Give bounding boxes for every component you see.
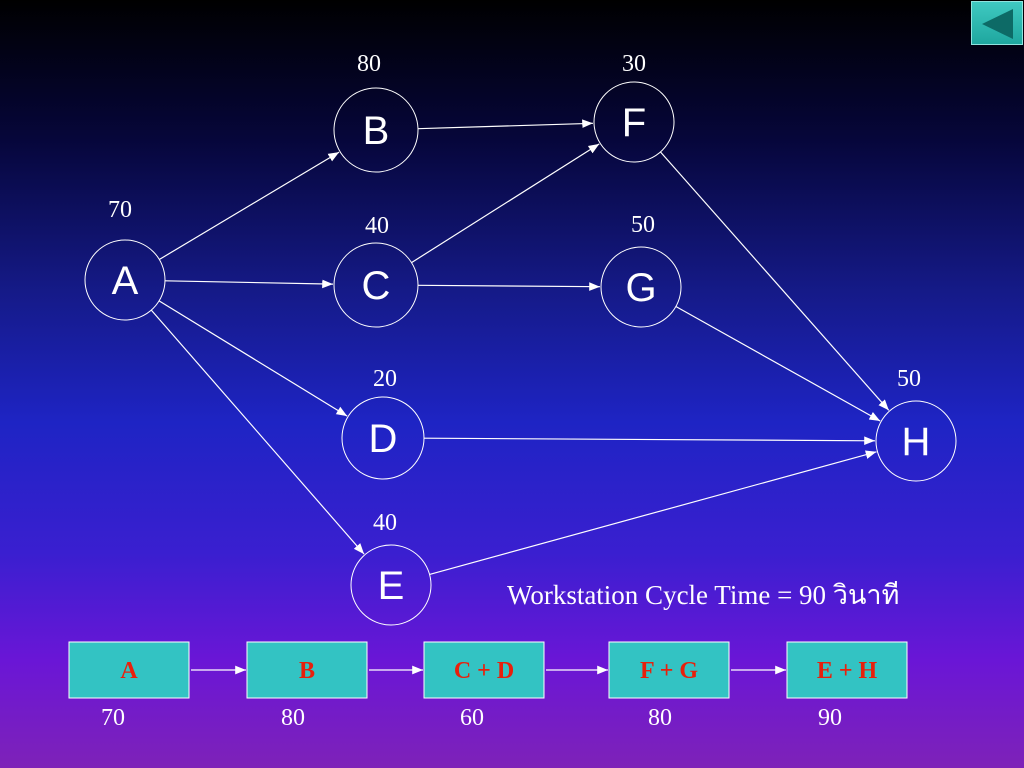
edge-b-f: [417, 119, 594, 130]
node-time-label: 40: [373, 510, 397, 536]
node-g: G 50: [600, 212, 682, 328]
node-circle: [333, 242, 419, 328]
cycle-time-caption: Workstation Cycle Time = 90 วินาที: [507, 580, 899, 610]
workstation-label: F + G: [640, 658, 698, 684]
node-time-label: 30: [622, 51, 646, 77]
node-circle: [84, 239, 166, 321]
workstation-box: [423, 641, 545, 699]
node-label: C: [362, 264, 391, 308]
node-circle: [333, 87, 419, 173]
workstation-box: [246, 641, 368, 699]
workstation-time: 70: [101, 705, 125, 731]
workstation-5: E + H 90: [786, 641, 908, 731]
workstation-box: [608, 641, 730, 699]
edge-c-g: [417, 282, 601, 291]
node-e: E 40: [350, 510, 432, 626]
node-label: G: [625, 266, 656, 310]
node-label: D: [369, 417, 398, 461]
node-circle: [600, 246, 682, 328]
node-d: D 20: [341, 366, 425, 480]
node-time-label: 70: [108, 197, 132, 223]
workstation-time: 90: [818, 705, 842, 731]
edge-a-c: [164, 279, 334, 289]
workstation-box: [68, 641, 190, 699]
edge-f-h: [660, 151, 890, 411]
node-time-label: 50: [631, 212, 655, 238]
workstation-2: B 80: [246, 641, 368, 731]
node-label: H: [902, 420, 931, 464]
workstation-time: 80: [281, 705, 305, 731]
workstation-3: C + D 60: [423, 641, 545, 731]
back-triangle-icon: [982, 9, 1013, 39]
workstation-time: 60: [460, 705, 484, 731]
node-circle: [350, 544, 432, 626]
node-time-label: 20: [373, 366, 397, 392]
node-circle: [593, 81, 675, 163]
edge-a-b: [158, 151, 340, 261]
edges: [150, 119, 890, 575]
edge-a-d: [158, 300, 348, 417]
edge-d-h: [423, 436, 876, 446]
workstation-label: B: [299, 658, 315, 684]
node-c: C 40: [333, 213, 419, 328]
node-h: H 50: [875, 366, 957, 482]
edge-g-h: [675, 305, 881, 422]
edge-e-h: [429, 450, 877, 575]
node-label: F: [622, 101, 646, 145]
workstation-label: C + D: [454, 658, 514, 684]
node-b: B 80: [333, 51, 419, 173]
node-label: A: [112, 259, 139, 303]
workstation-label: E + H: [817, 658, 878, 684]
node-circle: [341, 396, 425, 480]
back-button[interactable]: [971, 1, 1023, 45]
node-time-label: 50: [897, 366, 921, 392]
workstation-label: A: [120, 658, 138, 684]
node-time-label: 40: [365, 213, 389, 239]
node-label: B: [363, 109, 390, 153]
edge-c-f: [411, 143, 600, 264]
workstation-box: [786, 641, 908, 699]
node-label: E: [378, 564, 405, 608]
node-f: F 30: [593, 51, 675, 163]
workstation-1: A 70: [68, 641, 190, 731]
workstation-sequence: A 70 B 80 C + D 60 F + G 80 E + H 90: [68, 641, 908, 731]
edge-a-e: [150, 309, 365, 555]
workstation-4: F + G 80: [608, 641, 730, 731]
workstation-time: 80: [648, 705, 672, 731]
node-a: A 70: [84, 197, 166, 321]
node-time-label: 80: [357, 51, 381, 77]
node-circle: [875, 400, 957, 482]
